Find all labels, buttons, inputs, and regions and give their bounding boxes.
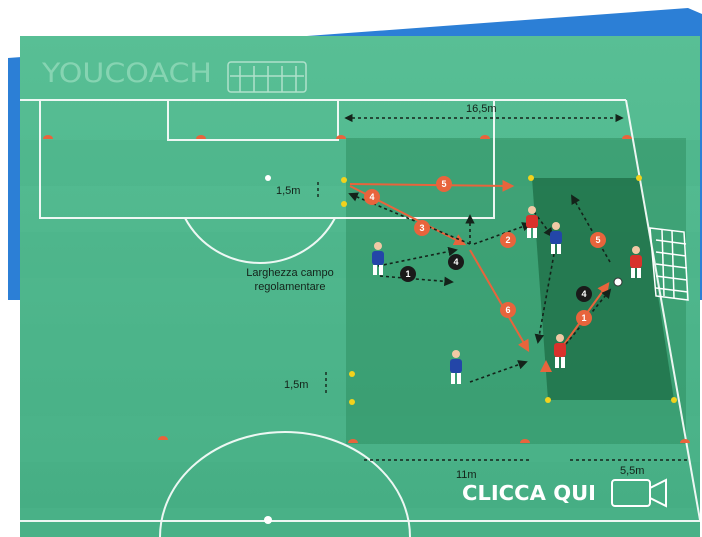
cone <box>680 439 690 443</box>
distance-label-bottom-right: 5,5m <box>620 465 644 477</box>
ball <box>613 277 623 287</box>
cone <box>480 135 490 139</box>
step-number: 5 <box>595 235 600 245</box>
step-number: 4 <box>369 192 374 202</box>
cone <box>349 371 355 377</box>
step-marker: 3 <box>414 220 430 236</box>
distance-label-left-upper: 1,5m <box>276 185 300 197</box>
orange-number-markers: 5 4 3 2 6 5 1 <box>364 176 606 326</box>
step-number: 4 <box>581 289 586 299</box>
cta-button[interactable]: CLICCA QUI <box>462 478 667 508</box>
cone <box>341 177 347 183</box>
cone <box>349 399 355 405</box>
step-number: 1 <box>581 313 586 323</box>
step-marker: 1 <box>576 310 592 326</box>
cone <box>636 175 642 181</box>
player-blue <box>372 242 384 275</box>
step-number: 2 <box>505 235 510 245</box>
step-marker: 4 <box>448 254 464 270</box>
cone <box>520 439 530 443</box>
player-blue <box>450 350 462 384</box>
step-marker: 2 <box>500 232 516 248</box>
step-number: 4 <box>453 257 458 267</box>
cone <box>43 135 53 139</box>
distance-label-bottom-left: 11m <box>456 469 477 481</box>
cta-label: CLICCA QUI <box>462 481 596 505</box>
logo-text: YOUCOACH <box>41 58 212 89</box>
step-marker: 5 <box>436 176 452 192</box>
cones <box>43 135 690 443</box>
players <box>372 206 642 384</box>
step-marker: 4 <box>576 286 592 302</box>
cone <box>622 135 632 139</box>
step-marker: 4 <box>364 189 380 205</box>
step-number: 6 <box>505 305 510 315</box>
step-marker: 6 <box>500 302 516 318</box>
distance-label-top: 16,5m <box>466 103 497 115</box>
black-number-markers: 1 4 4 <box>400 254 592 302</box>
goal-icon <box>649 227 689 301</box>
goal-icon <box>227 61 307 93</box>
player-red <box>554 334 566 368</box>
cone <box>196 135 206 139</box>
pitch <box>20 36 701 537</box>
video-camera-icon <box>611 478 667 508</box>
step-number: 3 <box>419 223 424 233</box>
player-blue <box>550 222 562 254</box>
distance-label-left-lower: 1,5m <box>284 379 308 391</box>
step-marker: 5 <box>590 232 606 248</box>
cone <box>671 397 677 403</box>
step-number: 5 <box>441 179 446 189</box>
field-width-note-line1: Larghezza campo <box>246 267 333 279</box>
cone <box>158 436 168 440</box>
step-number: 1 <box>405 269 410 279</box>
youcoach-logo: YOUCOACH <box>41 58 307 93</box>
field-width-note-line2: regolamentare <box>255 281 326 293</box>
cone <box>336 135 346 139</box>
player-red <box>630 246 642 278</box>
cone <box>348 439 358 443</box>
measurements: 16,5m 1,5m Larghezza campo regolamentare… <box>246 103 644 481</box>
cone <box>528 175 534 181</box>
player-red <box>526 206 538 238</box>
step-marker: 1 <box>400 266 416 282</box>
cone <box>545 397 551 403</box>
cone <box>341 201 347 207</box>
cone <box>540 360 552 372</box>
